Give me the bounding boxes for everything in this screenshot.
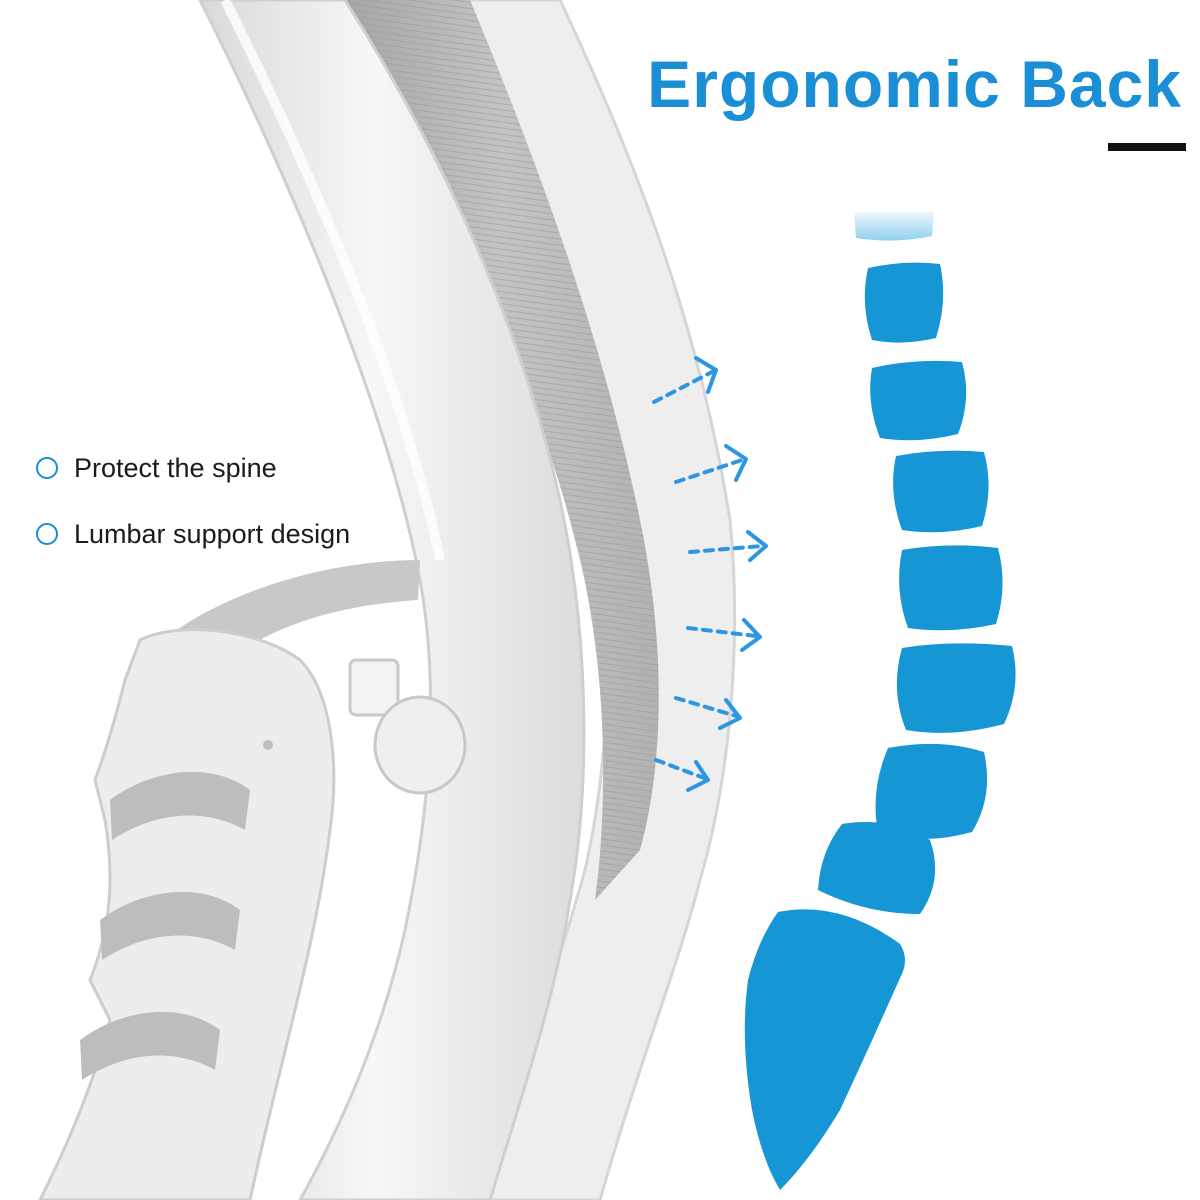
pressure-arrow-icon	[674, 696, 742, 730]
circle-bullet-icon	[36, 457, 58, 479]
feature-item-protect-spine: Protect the spine	[36, 450, 350, 486]
circle-bullet-icon	[36, 523, 58, 545]
headline-underline	[1108, 143, 1186, 151]
vertebra	[864, 262, 944, 343]
vertebra	[870, 360, 967, 441]
vertebra	[875, 743, 988, 839]
vertebra	[818, 822, 936, 914]
headline: Ergonomic Back	[647, 47, 1182, 121]
feature-label: Protect the spine	[74, 452, 277, 483]
pressure-arrow-icon	[688, 530, 768, 562]
lumbar-bracket	[38, 560, 467, 1200]
vertebra	[893, 450, 989, 533]
pressure-arrows	[652, 356, 768, 792]
vertebra	[854, 212, 934, 241]
feature-item-lumbar-support: Lumbar support design	[36, 516, 350, 552]
feature-label: Lumbar support design	[74, 518, 351, 549]
pressure-arrow-icon	[654, 758, 710, 792]
vertebra	[744, 909, 905, 1190]
spine-icon	[744, 212, 1016, 1190]
vertebra	[896, 643, 1016, 733]
pressure-arrow-icon	[674, 444, 748, 484]
feature-list: Protect the spine Lumbar support design	[36, 450, 350, 582]
chair-backrest-image	[38, 0, 737, 1200]
vertebra	[899, 545, 1003, 631]
pressure-arrow-icon	[652, 356, 718, 404]
pressure-arrow-icon	[686, 618, 762, 652]
